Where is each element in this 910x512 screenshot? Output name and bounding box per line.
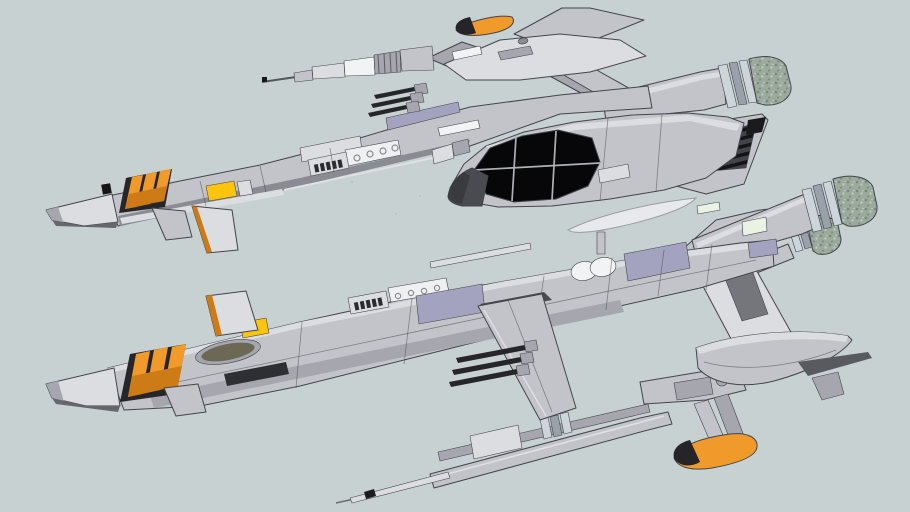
lower-tube-boom <box>335 403 673 504</box>
greeble-strip-lower <box>347 290 390 315</box>
gun-barrels-lower <box>449 339 539 387</box>
white-light-oval-2 <box>589 257 617 277</box>
fin-orange-edge-lower <box>206 295 222 336</box>
antenna-mast <box>596 231 606 255</box>
lavender-panel-2 <box>623 241 691 282</box>
cockpit-pod <box>447 112 745 208</box>
fuel-torpedo-pod <box>567 197 698 233</box>
tail-tube <box>451 45 483 61</box>
upper-prong-boom <box>45 85 653 254</box>
tube-box-segment <box>469 424 523 460</box>
antenna-ribbed-segment <box>373 50 402 75</box>
tail-pod-black-tip <box>455 17 476 35</box>
olive-sensor-oval <box>201 342 255 362</box>
glow-strip-1 <box>696 201 721 215</box>
dorsal-tail-assembly <box>427 7 651 113</box>
tail-body <box>443 33 647 81</box>
bottom-antenna-probe <box>335 471 451 504</box>
lavender-panel-upper <box>385 101 461 131</box>
antenna-black-band <box>364 489 376 499</box>
yellow-marker-upper <box>205 180 238 202</box>
grille-corner-vent <box>746 117 766 135</box>
dark-chine-block <box>224 362 289 386</box>
tail-hatch <box>497 45 534 61</box>
orange-nose-stripes-upper <box>119 169 172 213</box>
fin-orange-edge-upper <box>192 206 212 253</box>
engine-exhaust-cap-lower <box>832 175 878 227</box>
fin-tab <box>811 371 845 401</box>
antenna-needle <box>261 76 297 83</box>
boom-edge-highlight <box>283 151 461 191</box>
sensor-antenna-top <box>261 45 435 83</box>
ventral-fin-small <box>163 383 207 417</box>
glow-strip-2 <box>741 216 768 237</box>
cockpit-hatch-panel <box>597 163 631 184</box>
canopy-frame-vertical-2 <box>551 130 557 201</box>
greeble-strip-upper <box>307 151 350 177</box>
marker-knob <box>236 179 254 197</box>
upper-boom-fin-small <box>151 207 193 241</box>
background-speckles <box>350 180 421 215</box>
lavender-panel-3 <box>747 238 779 259</box>
missile-black-tip <box>673 440 700 466</box>
lower-tube <box>429 411 673 489</box>
canopy-frame-horizontal <box>473 162 601 171</box>
gun-barrels-upper <box>368 82 429 117</box>
antenna-tip-band <box>262 77 267 82</box>
engine-exhaust-cap-upper <box>748 56 792 106</box>
nose-sensor-box <box>101 183 112 195</box>
canopy-frame-vertical-1 <box>511 136 517 202</box>
tail-port-hole <box>517 37 529 45</box>
rear-boom-hatch <box>673 376 714 401</box>
fin-dark-wedge <box>798 352 872 376</box>
